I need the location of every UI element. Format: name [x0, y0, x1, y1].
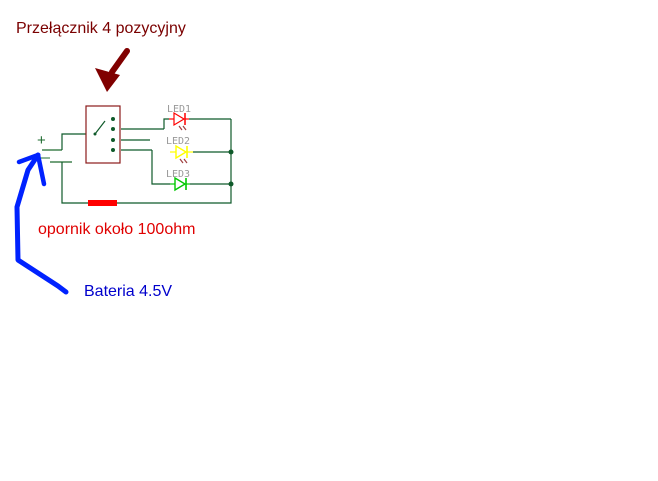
switch-contact-dot	[111, 148, 115, 152]
circuit-wires	[61, 118, 232, 204]
resistor-caption: opornik około 100ohm	[38, 221, 196, 238]
battery-plus-sign: +	[37, 132, 46, 149]
junction-dot	[228, 181, 234, 187]
four-position-switch	[85, 105, 121, 164]
switch-contact-dot	[111, 138, 115, 142]
battery-arrow	[14, 152, 69, 295]
switch-contact-dot	[111, 127, 115, 131]
led1-label: LED1	[167, 104, 191, 115]
led3-component: LED3	[166, 169, 190, 192]
led3-label: LED3	[166, 169, 190, 180]
switch-contact-dot	[111, 117, 115, 121]
led2-label: LED2	[166, 136, 190, 147]
resistor	[88, 200, 117, 206]
battery-caption: Bateria 4.5V	[84, 283, 173, 300]
junction-dot	[228, 149, 234, 155]
switch-arrow	[95, 48, 130, 92]
led1-component: LED1	[167, 104, 191, 131]
switch-caption: Przełącznik 4 pozycyjny	[16, 20, 186, 37]
led2-component: LED2	[166, 136, 193, 164]
